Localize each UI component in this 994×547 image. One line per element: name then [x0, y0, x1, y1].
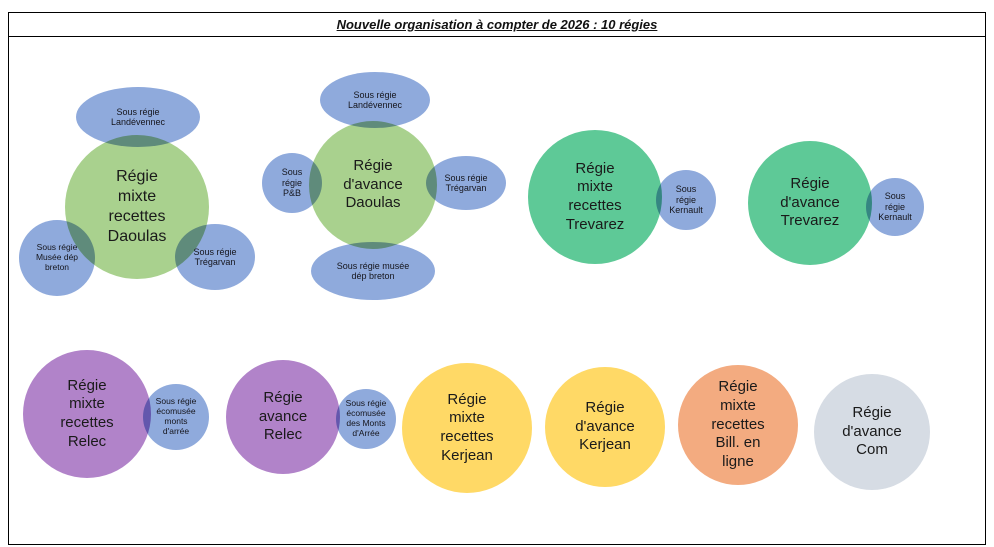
sous-regie-musee-dep-breton-label: Sous régie musée dép breton [336, 260, 410, 281]
sous-regie-landevennec-label: Sous régie Landévennec [347, 89, 403, 110]
bubble-daoulas-avance-sous-regie-musee-dep-breton: Sous régie musée dép breton [311, 242, 435, 300]
regie-mixte-recettes-billetterie-label: Régie mixte recettes Bill. en ligne [711, 378, 765, 471]
regie-avance-trevarez-label: Régie d'avance Trevarez [780, 174, 840, 230]
organisation-diagram: Sous régie Landévennec Sous régie Musée … [9, 37, 985, 543]
regie-mixte-recettes-kerjean-label: Régie mixte recettes Kerjean [440, 390, 494, 464]
regie-mixte-recettes-trevarez-label: Régie mixte recettes Trevarez [565, 159, 625, 233]
sous-regie-ecomusee-des-monts-darree-label: Sous régie écomusée des Monts d'Arrée [345, 398, 387, 438]
regie-mixte-recettes-daoulas-label: Régie mixte recettes Daoulas [107, 168, 167, 245]
sous-regie-tregarvan-label: Sous régie Trégarvan [444, 172, 488, 193]
bubble-daoulas-avance-sous-regie-tregarvan: Sous régie Trégarvan [426, 156, 506, 210]
regie-mixte-recettes-relec-label: Régie mixte recettes Relec [60, 376, 114, 450]
bubble-regie-mixte-recettes-relec: Régie mixte recettes Relec [23, 350, 151, 478]
bubble-relec-avance-sous-regie-ecomusee: Sous régie écomusée des Monts d'Arrée [336, 389, 396, 449]
bubble-regie-mixte-recettes-daoulas: Régie mixte recettes Daoulas [65, 135, 209, 279]
bubble-relec-mixte-sous-regie-ecomusee: Sous régie écomusée monts d'arrée [143, 384, 209, 450]
sous-regie-kernault-label: Sous régie Kernault [669, 184, 703, 216]
sous-regie-pb-label: Sous régie P&B [281, 167, 303, 199]
page-title: Nouvelle organisation à compter de 2026 … [336, 17, 658, 32]
diagram-frame: Nouvelle organisation à compter de 2026 … [8, 12, 986, 545]
sous-regie-ecomusee-monts-darree-label: Sous régie écomusée monts d'arrée [155, 396, 197, 436]
regie-avance-daoulas-label: Régie d'avance Daoulas [343, 156, 403, 212]
sous-regie-kernault-label: Sous régie Kernault [878, 191, 912, 223]
sous-regie-landevennec-label: Sous régie Landévennec [110, 106, 166, 127]
bubble-regie-mixte-recettes-billetterie-en-ligne: Régie mixte recettes Bill. en ligne [678, 365, 798, 485]
bubble-regie-avance-relec: Régie avance Relec [226, 360, 340, 474]
bubble-trevarez-mixte-sous-regie-kernault: Sous régie Kernault [656, 170, 716, 230]
bubble-trevarez-avance-sous-regie-kernault: Sous régie Kernault [866, 178, 924, 236]
sous-regie-musee-dep-breton-label: Sous régie Musée dép breton [35, 242, 79, 272]
regie-avance-relec-label: Régie avance Relec [258, 388, 308, 444]
bubble-regie-mixte-recettes-kerjean: Régie mixte recettes Kerjean [402, 363, 532, 493]
bubble-regie-avance-daoulas: Régie d'avance Daoulas [309, 121, 437, 249]
regie-avance-com-label: Régie d'avance Com [842, 403, 902, 459]
regie-avance-kerjean-label: Régie d'avance Kerjean [575, 398, 635, 454]
sous-regie-tregarvan-label: Sous régie Trégarvan [193, 246, 237, 267]
bubble-regie-avance-trevarez: Régie d'avance Trevarez [748, 141, 872, 265]
bubble-regie-avance-com: Régie d'avance Com [814, 374, 930, 490]
bubble-regie-avance-kerjean: Régie d'avance Kerjean [545, 367, 665, 487]
bubble-daoulas-avance-sous-regie-landevennec: Sous régie Landévennec [320, 72, 430, 128]
title-bar: Nouvelle organisation à compter de 2026 … [9, 13, 985, 37]
bubble-regie-mixte-recettes-trevarez: Régie mixte recettes Trevarez [528, 130, 662, 264]
